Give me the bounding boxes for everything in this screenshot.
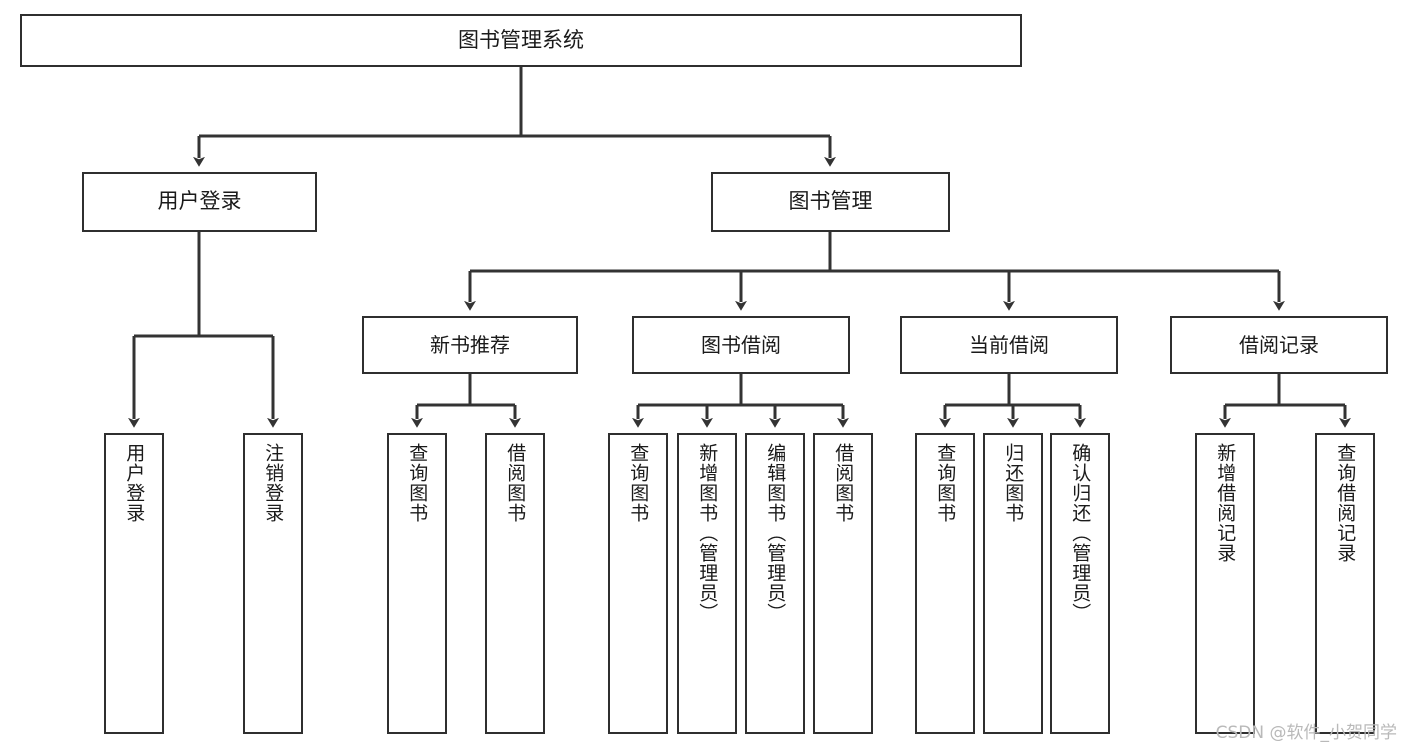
node-leaf-add-record-label: 新增借阅记录 — [1214, 443, 1237, 563]
node-leaf-confirm-return[interactable]: 确认归还（管理员） — [1050, 433, 1110, 734]
node-borrow-record[interactable]: 借阅记录 — [1170, 316, 1388, 374]
node-leaf-edit-book[interactable]: 编辑图书（管理员） — [745, 433, 805, 734]
node-leaf-add-book[interactable]: 新增图书（管理员） — [677, 433, 737, 734]
node-leaf-borrow-book-1-label: 借阅图书 — [504, 443, 527, 523]
node-user-login-label: 用户登录 — [157, 189, 242, 214]
node-leaf-query-book-2[interactable]: 查询图书 — [608, 433, 668, 734]
node-leaf-logout-label: 注销登录 — [262, 443, 285, 523]
node-leaf-query-book-3-label: 查询图书 — [934, 443, 957, 523]
node-leaf-query-book-2-label: 查询图书 — [627, 443, 650, 523]
node-leaf-query-book-1[interactable]: 查询图书 — [387, 433, 447, 734]
node-book-manage-label: 图书管理 — [788, 189, 873, 214]
node-book-borrow-label: 图书借阅 — [701, 333, 781, 357]
node-user-login[interactable]: 用户登录 — [82, 172, 317, 232]
node-current-borrow[interactable]: 当前借阅 — [900, 316, 1118, 374]
node-leaf-edit-book-label: 编辑图书（管理员） — [764, 443, 787, 623]
node-book-manage[interactable]: 图书管理 — [711, 172, 950, 232]
node-current-borrow-label: 当前借阅 — [969, 333, 1049, 357]
node-leaf-user-login-label: 用户登录 — [123, 443, 146, 523]
csdn-watermark: CSDN @软件_小贺同学 — [1215, 723, 1397, 743]
node-leaf-borrow-book-1[interactable]: 借阅图书 — [485, 433, 545, 734]
node-new-book-rec-label: 新书推荐 — [430, 333, 510, 357]
node-leaf-borrow-book-2[interactable]: 借阅图书 — [813, 433, 873, 734]
node-leaf-return-book-label: 归还图书 — [1002, 443, 1025, 523]
node-leaf-query-book-3[interactable]: 查询图书 — [915, 433, 975, 734]
node-leaf-add-record[interactable]: 新增借阅记录 — [1195, 433, 1255, 734]
node-leaf-user-login[interactable]: 用户登录 — [104, 433, 164, 734]
node-leaf-borrow-book-2-label: 借阅图书 — [832, 443, 855, 523]
node-leaf-return-book[interactable]: 归还图书 — [983, 433, 1043, 734]
node-leaf-query-record-label: 查询借阅记录 — [1334, 443, 1357, 563]
node-leaf-confirm-return-label: 确认归还（管理员） — [1069, 443, 1092, 623]
node-leaf-logout[interactable]: 注销登录 — [243, 433, 303, 734]
node-leaf-query-book-1-label: 查询图书 — [406, 443, 429, 523]
node-leaf-add-book-label: 新增图书（管理员） — [696, 443, 719, 623]
node-book-borrow[interactable]: 图书借阅 — [632, 316, 850, 374]
node-leaf-query-record[interactable]: 查询借阅记录 — [1315, 433, 1375, 734]
node-new-book-rec[interactable]: 新书推荐 — [362, 316, 578, 374]
node-borrow-record-label: 借阅记录 — [1239, 333, 1319, 357]
node-root[interactable]: 图书管理系统 — [20, 14, 1022, 67]
node-root-label: 图书管理系统 — [458, 27, 584, 52]
